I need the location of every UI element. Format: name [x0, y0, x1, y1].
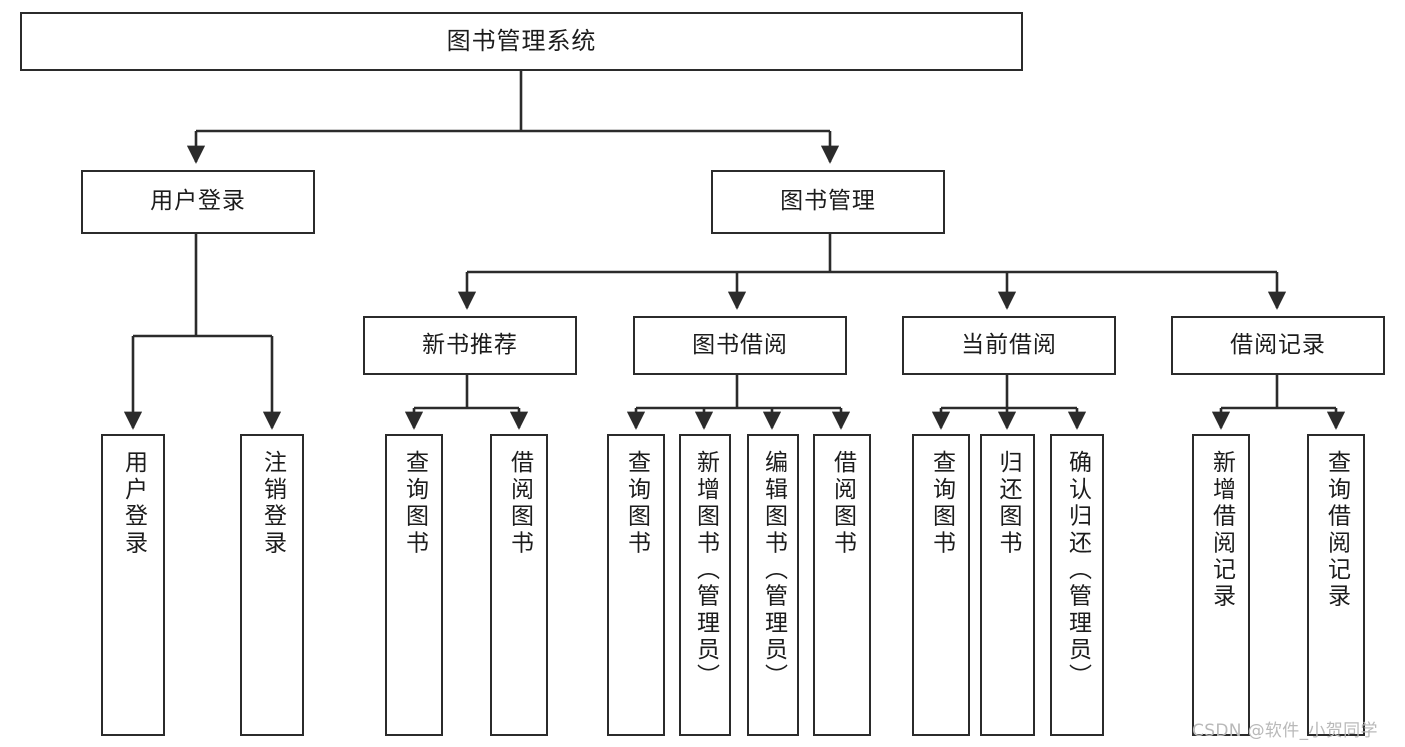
- leaf-user-login[interactable]: 用户登录: [101, 434, 165, 736]
- node-label: 查询图书: [401, 450, 428, 557]
- node-book-borrow[interactable]: 图书借阅: [633, 316, 847, 375]
- node-label: 当前借阅: [961, 331, 1057, 358]
- node-label: 查询图书: [928, 450, 955, 557]
- node-label: 查询借阅记录: [1323, 450, 1350, 611]
- node-label: 归还图书: [995, 450, 1021, 557]
- node-label: 图书借阅: [692, 331, 788, 358]
- leaf-add-book-admin[interactable]: 新增图书（管理员）: [679, 434, 731, 736]
- leaf-edit-book-admin[interactable]: 编辑图书（管理员）: [747, 434, 799, 736]
- node-label: 借阅图书: [506, 450, 533, 557]
- leaf-logout[interactable]: 注销登录: [240, 434, 304, 736]
- leaf-query-book-borrow[interactable]: 查询图书: [607, 434, 665, 736]
- node-label: 注销登录: [259, 450, 286, 557]
- node-label: 新增借阅记录: [1208, 450, 1235, 611]
- leaf-query-book-recommendation[interactable]: 查询图书: [385, 434, 443, 736]
- leaf-query-borrow-record[interactable]: 查询借阅记录: [1307, 434, 1365, 736]
- node-label: 借阅图书: [829, 450, 856, 557]
- node-book-management[interactable]: 图书管理: [711, 170, 945, 234]
- leaf-borrow-book[interactable]: 借阅图书: [813, 434, 871, 736]
- node-label: 新增图书（管理员）: [692, 450, 719, 691]
- node-label: 用户登录: [120, 450, 147, 557]
- node-new-book-recommendation[interactable]: 新书推荐: [363, 316, 577, 375]
- leaf-add-borrow-record[interactable]: 新增借阅记录: [1192, 434, 1250, 736]
- node-root-book-management-system[interactable]: 图书管理系统: [20, 12, 1023, 71]
- node-label: 确认归还（管理员）: [1064, 450, 1091, 691]
- node-borrow-records[interactable]: 借阅记录: [1171, 316, 1385, 375]
- leaf-query-book-current[interactable]: 查询图书: [912, 434, 970, 736]
- node-label: 图书管理系统: [446, 27, 597, 56]
- leaf-return-book[interactable]: 归还图书: [980, 434, 1035, 736]
- node-label: 借阅记录: [1230, 331, 1326, 358]
- leaf-confirm-return-admin[interactable]: 确认归还（管理员）: [1050, 434, 1104, 736]
- csdn-watermark: CSDN @软件_小贺同学: [1192, 721, 1378, 741]
- node-label: 查询图书: [623, 450, 650, 557]
- node-label: 编辑图书（管理员）: [760, 450, 787, 691]
- node-user-login[interactable]: 用户登录: [81, 170, 315, 234]
- node-current-borrow[interactable]: 当前借阅: [902, 316, 1116, 375]
- node-label: 新书推荐: [422, 331, 518, 358]
- node-label: 图书管理: [780, 188, 876, 215]
- node-label: 用户登录: [150, 188, 246, 215]
- leaf-borrow-book-recommendation[interactable]: 借阅图书: [490, 434, 548, 736]
